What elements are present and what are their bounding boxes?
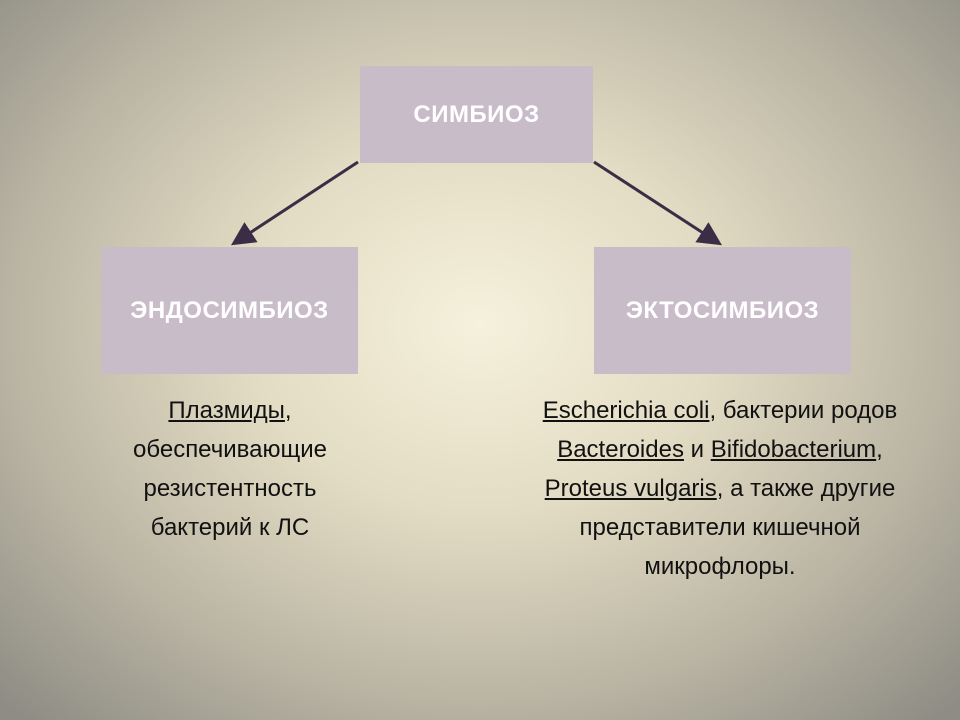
description-text: , а также другие представители кишечной … [579,475,896,580]
term-underlined: Плазмиды [168,397,285,424]
ectosymbiosis-box: ЭКТОСИМБИОЗ [594,247,851,374]
description-text: и [683,436,711,463]
description-text: , обеспечивающие резистентность бактерий… [133,397,327,541]
symbiosis-box: СИМБИОЗ [360,66,593,163]
term-underlined: Bacteroides [557,436,684,463]
ectosymbiosis-label: ЭКТОСИМБИОЗ [625,296,820,324]
ectosymbiosis-description: Escherichia coli, бактерии родов Bactero… [535,391,905,586]
description-text: , [876,436,883,463]
symbiosis-label: СИМБИОЗ [413,100,540,128]
endosymbiosis-description: Плазмиды, обеспечивающие резистентность … [95,391,365,547]
term-underlined: Bifidobacterium [710,436,877,463]
term-underlined: Escherichia coli [542,397,710,424]
description-text: , бактерии родов [709,397,898,424]
arrow-to-endosymbiosis [230,160,359,246]
term-underlined: Proteus vulgaris [544,475,717,502]
arrow-to-ectosymbiosis [593,160,723,246]
endosymbiosis-label: ЭНДОСИМБИОЗ [130,296,329,324]
endosymbiosis-box: ЭНДОСИМБИОЗ [101,247,358,374]
